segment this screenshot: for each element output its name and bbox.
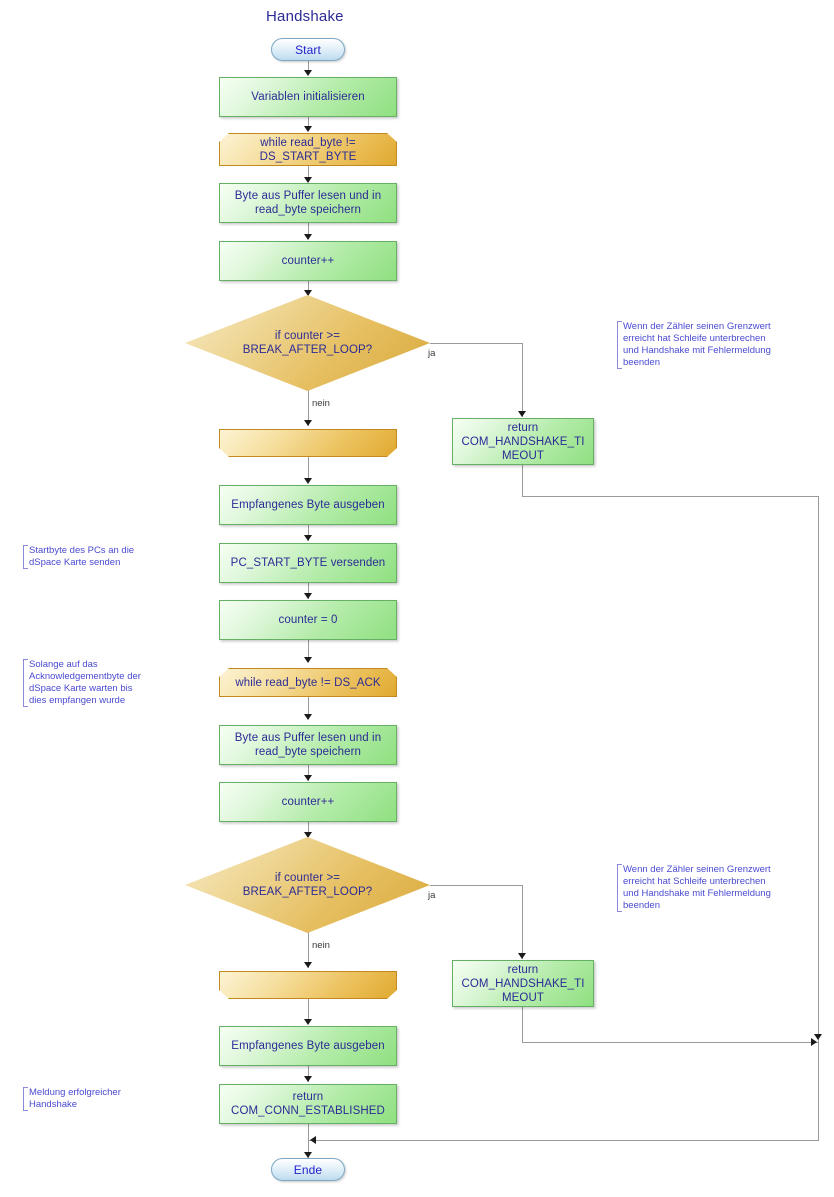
node-variablen-initialisieren[interactable]: Variablen initialisieren [219, 77, 397, 117]
arrowhead-success [304, 1076, 312, 1082]
connector-counter2-decision2 [308, 822, 309, 838]
note-start-byte: Startbyte des PCs an die dSpace Karte se… [23, 545, 214, 569]
connector-read2-counter2 [308, 765, 309, 781]
connector-output1-send [308, 525, 309, 541]
connector-right-rail [818, 496, 819, 1140]
arrowhead-timeout1 [518, 411, 526, 417]
node-counter1-label: counter++ [281, 255, 335, 267]
edge-label-ja-1: ja [428, 348, 436, 359]
connector-decision1-yes-down [522, 343, 523, 417]
connector-read1-counter1 [308, 223, 309, 239]
note-acknowledgement: Solange auf das Acknowledgementbyte der … [23, 659, 214, 707]
node-timeout1-label: return COM_HANDSHAKE_TI MEOUT [461, 421, 585, 462]
node-counter2-label: counter++ [281, 796, 335, 808]
connector-decision1-no [308, 390, 309, 426]
edge-label-ja-2: ja [428, 890, 436, 901]
node-loop-end-1[interactable] [219, 429, 397, 457]
node-counter-reset-label: counter = 0 [278, 614, 338, 626]
node-ende-label: Ende [293, 1162, 323, 1177]
node-init-label: Variablen initialisieren [251, 91, 365, 103]
arrowhead-loop1 [304, 126, 312, 132]
node-output1-label: Empfangenes Byte ausgeben [231, 499, 385, 511]
node-return-handshake-timeout-1[interactable]: return COM_HANDSHAKE_TI MEOUT [452, 418, 594, 465]
arrowhead-counter1 [304, 234, 312, 240]
arrowhead-output1 [304, 478, 312, 484]
connector-reset-loop2 [308, 640, 309, 662]
node-loop2-start-label: while read_byte != DS_ACK [235, 676, 381, 689]
connector-decision2-no [308, 932, 309, 968]
node-decision2-label: if counter >= BREAK_AFTER_LOOP? [242, 872, 373, 898]
arrowhead-read1 [304, 177, 312, 183]
arrowhead-loop2end [304, 962, 312, 968]
node-output2-label: Empfangenes Byte ausgeben [231, 1040, 385, 1052]
node-byte-aus-puffer-lesen-2[interactable]: Byte aus Puffer lesen und in read_byte s… [219, 725, 397, 765]
node-empfangenes-byte-ausgeben-2[interactable]: Empfangenes Byte ausgeben [219, 1026, 397, 1066]
arrowhead-timeout2-join [811, 1038, 817, 1046]
node-decision-break-after-loop-1[interactable]: if counter >= BREAK_AFTER_LOOP? [185, 295, 430, 391]
node-read1-label: Byte aus Puffer lesen und in read_byte s… [234, 190, 382, 216]
node-counter-increment-1[interactable]: counter++ [219, 241, 397, 281]
node-loop1-start-label: while read_byte != DS_START_BYTE [259, 136, 357, 163]
arrowhead-ende [304, 1152, 312, 1158]
node-loop-start-ds-ack[interactable]: while read_byte != DS_ACK [219, 668, 397, 697]
arrowhead-decision2 [304, 832, 312, 838]
arrowhead-output2 [304, 1019, 312, 1025]
node-pc-start-byte-versenden[interactable]: PC_START_BYTE versenden [219, 543, 397, 583]
node-start[interactable]: Start [271, 38, 345, 61]
node-counter-reset[interactable]: counter = 0 [219, 600, 397, 640]
node-start-label: Start [295, 42, 321, 57]
page-title: Handshake [266, 8, 344, 25]
connector-decision1-yes [430, 343, 522, 344]
arrowhead-reset [304, 593, 312, 599]
arrowhead-loop2 [304, 657, 312, 663]
connector-decision2-yes [430, 885, 522, 886]
connector-rail-bottom [308, 1140, 819, 1141]
node-return-handshake-timeout-2[interactable]: return COM_HANDSHAKE_TI MEOUT [452, 960, 594, 1007]
connector-counter1-decision1 [308, 281, 309, 297]
node-success-label: return COM_CONN_ESTABLISHED [231, 1091, 385, 1117]
edge-label-nein-2: nein [312, 940, 330, 951]
connector-loop2end-output2 [308, 999, 309, 1023]
arrowhead-init [304, 70, 312, 76]
arrowhead-send [304, 535, 312, 541]
connector-success-ende [308, 1124, 309, 1158]
connector-loop1-read1 [308, 166, 309, 182]
note-timeout-1: Wenn der Zähler seinen Grenzwert erreich… [617, 321, 823, 369]
arrowhead-counter2 [304, 775, 312, 781]
edge-label-nein-1: nein [312, 398, 330, 409]
node-timeout2-label: return COM_HANDSHAKE_TI MEOUT [461, 963, 585, 1004]
connector-timeout2-right [522, 1042, 818, 1043]
arrowhead-read2 [304, 714, 312, 720]
note-success: Meldung erfolgreicher Handshake [23, 1087, 214, 1111]
connector-init-loop1 [308, 117, 309, 131]
connector-start-init [308, 61, 309, 75]
node-ende[interactable]: Ende [271, 1158, 345, 1181]
connector-output2-success [308, 1066, 309, 1082]
arrowhead-right-rail-merge [814, 1034, 822, 1040]
connector-timeout1-right [522, 496, 818, 497]
node-read2-label: Byte aus Puffer lesen und in read_byte s… [234, 732, 382, 758]
connector-timeout1-down [522, 465, 523, 496]
node-send-start-byte-label: PC_START_BYTE versenden [230, 557, 386, 569]
node-decision1-label: if counter >= BREAK_AFTER_LOOP? [242, 330, 373, 356]
arrowhead-decision1 [304, 290, 312, 296]
connector-decision2-yes-down [522, 885, 523, 959]
arrowhead-timeout2 [518, 953, 526, 959]
node-return-conn-established[interactable]: return COM_CONN_ESTABLISHED [219, 1084, 397, 1124]
node-byte-aus-puffer-lesen-1[interactable]: Byte aus Puffer lesen und in read_byte s… [219, 183, 397, 223]
connector-send-reset [308, 583, 309, 599]
node-decision-break-after-loop-2[interactable]: if counter >= BREAK_AFTER_LOOP? [185, 837, 430, 933]
arrowhead-rail-ende [310, 1136, 316, 1144]
node-counter-increment-2[interactable]: counter++ [219, 782, 397, 822]
arrowhead-loop1end [304, 420, 312, 426]
node-loop-end-2[interactable] [219, 971, 397, 999]
connector-timeout2-down [522, 1007, 523, 1042]
connector-loop1end-output1 [308, 457, 309, 481]
node-loop-start-ds-start-byte[interactable]: while read_byte != DS_START_BYTE [219, 133, 397, 166]
connector-loop2-read2 [308, 697, 309, 719]
note-timeout-2: Wenn der Zähler seinen Grenzwert erreich… [617, 864, 823, 912]
node-empfangenes-byte-ausgeben-1[interactable]: Empfangenes Byte ausgeben [219, 485, 397, 525]
